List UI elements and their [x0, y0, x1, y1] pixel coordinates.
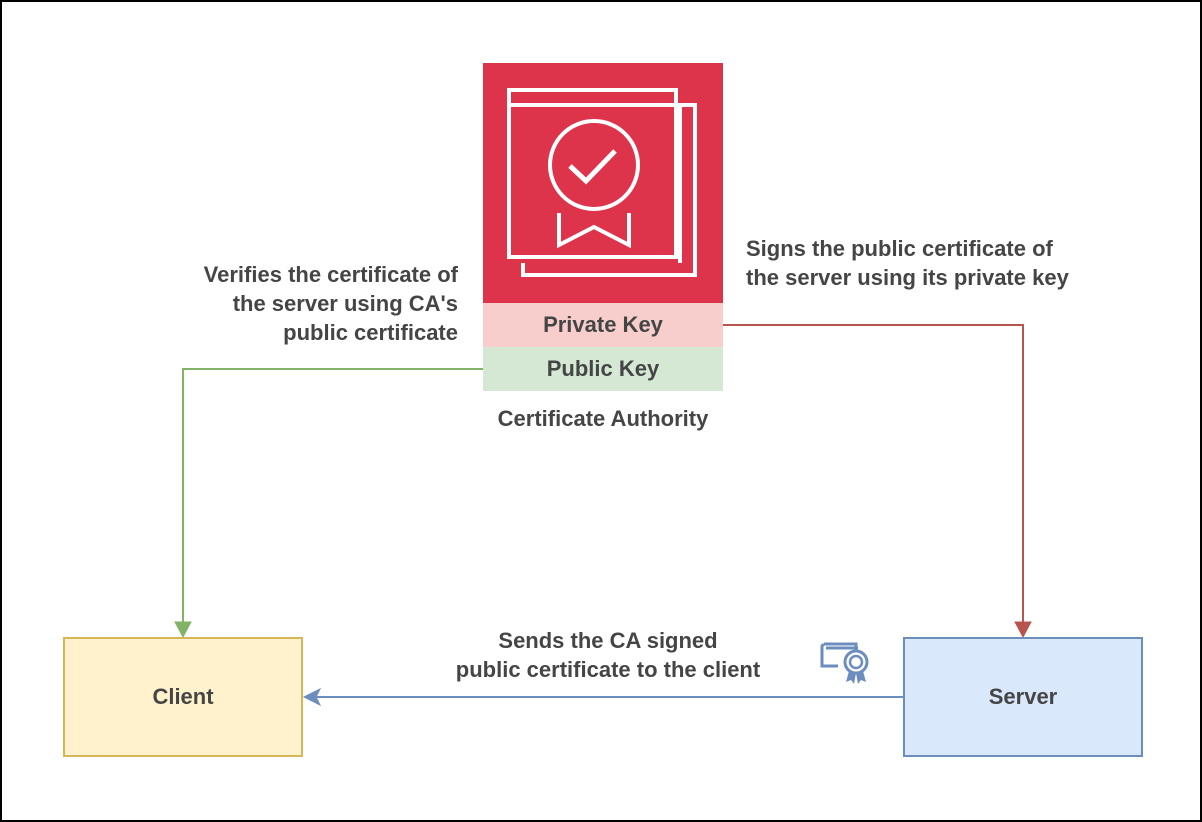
public-key-label: Public Key — [546, 356, 660, 381]
server-node: Server — [903, 637, 1143, 757]
sign-arrowhead — [1014, 621, 1032, 639]
client-node: Client — [63, 637, 303, 757]
send-edge-label: Sends the CA signed public certificate t… — [455, 628, 761, 682]
public-key-row: Public Key — [483, 347, 723, 391]
certificate-icon — [507, 88, 697, 277]
server-label: Server — [988, 684, 1058, 709]
verify-connector — [182, 368, 483, 626]
send-arrowhead — [302, 687, 322, 707]
certificate-authority-label: Certificate Authority — [497, 406, 709, 431]
sign-edge-label: Signs the public certificate of the serv… — [746, 236, 1069, 290]
client-label: Client — [152, 684, 214, 709]
certificate-authority-icon-box — [483, 63, 723, 303]
certificate-badge-icon — [820, 642, 869, 684]
sign-connector — [723, 324, 1024, 626]
private-key-label: Private Key — [543, 312, 663, 337]
verify-arrowhead — [174, 621, 192, 639]
verify-edge-label: Verifies the certificate of the server u… — [203, 262, 458, 345]
private-key-row: Private Key — [483, 303, 723, 347]
